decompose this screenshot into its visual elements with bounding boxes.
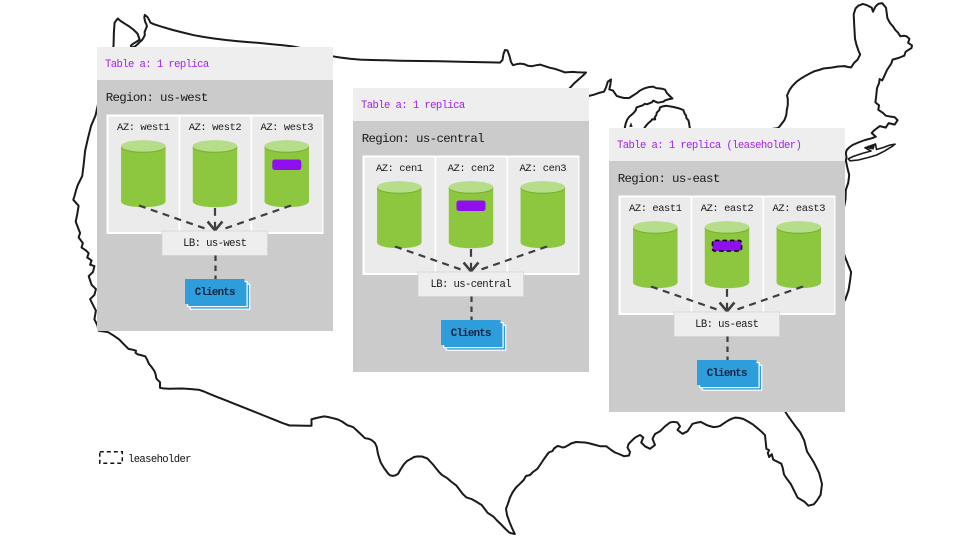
svg-text:LB: us-west: LB: us-west xyxy=(183,238,247,250)
svg-text:AZ: cen1: AZ: cen1 xyxy=(376,163,423,175)
svg-text:Clients: Clients xyxy=(195,287,235,299)
svg-text:AZ: east2: AZ: east2 xyxy=(701,203,754,215)
svg-text:leaseholder: leaseholder xyxy=(128,454,191,466)
svg-text:Table a: 1 replica (leaseholde: Table a: 1 replica (leaseholder) xyxy=(617,140,801,152)
svg-text:AZ: east3: AZ: east3 xyxy=(773,203,826,215)
svg-text:AZ: east1: AZ: east1 xyxy=(629,203,682,215)
svg-text:AZ: west3: AZ: west3 xyxy=(260,122,313,134)
svg-text:Clients: Clients xyxy=(707,368,747,380)
svg-text:Region: us-east: Region: us-east xyxy=(618,172,720,186)
svg-text:LB: us-central: LB: us-central xyxy=(430,279,511,291)
svg-text:Clients: Clients xyxy=(451,328,491,340)
svg-text:AZ: cen2: AZ: cen2 xyxy=(447,163,494,175)
svg-text:Table a: 1 replica: Table a: 1 replica xyxy=(361,100,465,112)
svg-text:AZ: west2: AZ: west2 xyxy=(189,122,242,134)
svg-text:Region: us-central: Region: us-central xyxy=(361,132,484,146)
svg-text:LB: us-east: LB: us-east xyxy=(695,319,759,331)
svg-text:Region: us-west: Region: us-west xyxy=(105,91,207,105)
svg-text:Table a: 1 replica: Table a: 1 replica xyxy=(105,59,209,71)
svg-text:AZ: cen3: AZ: cen3 xyxy=(519,163,566,175)
svg-text:AZ: west1: AZ: west1 xyxy=(117,122,170,134)
